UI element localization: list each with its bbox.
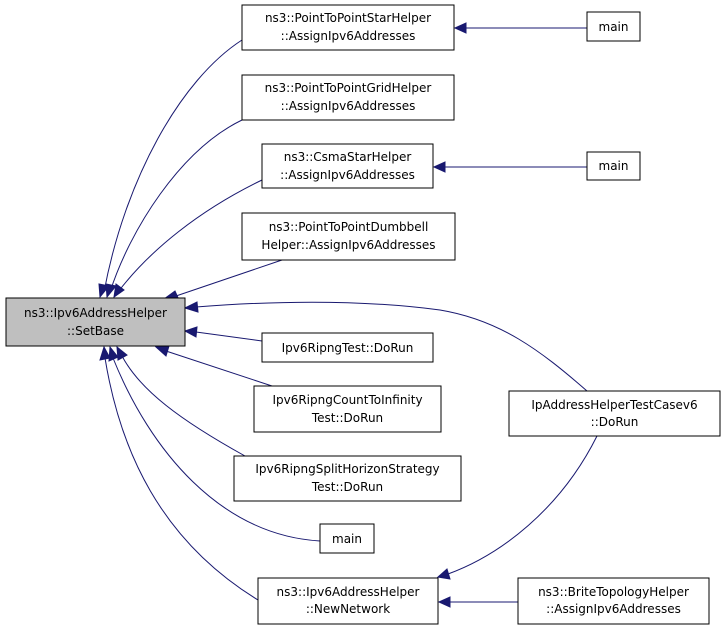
edge-iphelpertest-to-setbase <box>195 301 588 392</box>
node-p2pgrid-line1: ns3::PointToPointGridHelper <box>265 81 432 95</box>
edge-p2pstar-to-setbase <box>103 39 243 293</box>
arrowhead-iphelpertest-setbase <box>183 301 199 313</box>
node-p2pgrid-line2: ::AssignIpv6Addresses <box>281 99 416 113</box>
node-setbase-line2: ::SetBase <box>67 324 124 338</box>
node-iphelpertest-line1: IpAddressHelperTestCasev6 <box>531 398 697 412</box>
node-ripngtest[interactable]: Ipv6RipngTest::DoRun <box>261 332 434 363</box>
node-main3[interactable]: main <box>319 523 375 554</box>
node-brite-line1: ns3::BriteTopologyHelper <box>538 585 689 599</box>
arrowhead-ripngcount-setbase <box>154 345 170 357</box>
node-p2pstar-line2: ::AssignIpv6Addresses <box>281 29 416 43</box>
node-p2pstar[interactable]: ns3::PointToPointStarHelper ::AssignIpv6… <box>241 4 455 51</box>
node-p2pdumbbell-line1: ns3::PointToPointDumbbell <box>269 220 429 234</box>
node-brite-line2: ::AssignIpv6Addresses <box>546 602 681 616</box>
node-iphelpertest[interactable]: IpAddressHelperTestCasev6 ::DoRun <box>508 390 721 437</box>
node-ripngsplit-line2: Test::DoRun <box>311 480 383 494</box>
node-main3-line1: main <box>332 532 362 546</box>
node-main2[interactable]: main <box>586 151 641 181</box>
node-p2pdumbbell[interactable]: ns3::PointToPointDumbbell Helper::Assign… <box>241 212 456 261</box>
edge-p2pgrid-to-setbase <box>109 119 243 293</box>
arrowhead-iphelpertest-newnetwork <box>436 568 451 580</box>
node-ripngcount-line1: Ipv6RipngCountToInfinity <box>272 393 422 407</box>
edge-iphelpertest-to-newnetwork <box>447 435 598 575</box>
arrowhead-p2pgrid-setbase <box>105 283 117 299</box>
node-iphelpertest-line2: ::DoRun <box>591 415 639 429</box>
node-p2pgrid[interactable]: ns3::PointToPointGridHelper ::AssignIpv6… <box>241 74 455 121</box>
node-ripngcount[interactable]: Ipv6RipngCountToInfinity Test::DoRun <box>253 385 442 433</box>
node-p2pstar-line1: ns3::PointToPointStarHelper <box>265 11 431 25</box>
edge-ripngcount-to-setbase <box>165 350 273 387</box>
edge-ripngsplit-to-setbase <box>121 355 246 457</box>
node-newnetwork[interactable]: ns3::Ipv6AddressHelper ::NewNetwork <box>257 577 439 625</box>
nodes: ns3::Ipv6AddressHelper ::SetBase ns3::Po… <box>5 4 721 625</box>
edge-ripngtest-to-setbase <box>195 331 263 342</box>
arrowhead-newnetwork-setbase <box>99 345 111 361</box>
edges <box>98 22 598 608</box>
edge-p2pdumbbell-to-setbase <box>175 259 283 297</box>
arrowhead-brite-newnetwork <box>437 596 451 608</box>
arrowhead-main1-p2pstar <box>453 22 467 34</box>
edge-main3-to-setbase <box>112 357 321 542</box>
node-csmastar-line1: ns3::CsmaStarHelper <box>284 150 412 164</box>
node-ripngtest-line1: Ipv6RipngTest::DoRun <box>282 341 414 355</box>
arrowhead-csmastar-setbase <box>113 283 125 299</box>
arrowhead-main3-setbase <box>108 345 119 362</box>
node-main1[interactable]: main <box>586 11 641 42</box>
arrowhead-ripngtest-setbase <box>183 326 198 338</box>
node-newnetwork-line2: ::NewNetwork <box>306 602 390 616</box>
node-ripngsplit-line1: Ipv6RipngSplitHorizonStrategy <box>255 462 439 476</box>
node-ripngcount-line2: Test::DoRun <box>311 411 383 425</box>
node-main2-line1: main <box>599 159 629 173</box>
node-ripngsplit[interactable]: Ipv6RipngSplitHorizonStrategy Test::DoRu… <box>233 455 462 502</box>
node-setbase-line1: ns3::Ipv6AddressHelper <box>24 306 167 320</box>
edge-newnetwork-to-setbase <box>104 357 259 601</box>
node-main1-line1: main <box>599 20 629 34</box>
node-csmastar-line2: ::AssignIpv6Addresses <box>280 168 415 182</box>
arrowhead-ripngsplit-setbase <box>116 345 128 361</box>
node-brite[interactable]: ns3::BriteTopologyHelper ::AssignIpv6Add… <box>517 577 710 625</box>
node-p2pdumbbell-line2: Helper::AssignIpv6Addresses <box>261 238 435 252</box>
edge-csmastar-to-setbase <box>117 179 263 293</box>
node-setbase[interactable]: ns3::Ipv6AddressHelper ::SetBase <box>5 297 186 347</box>
node-newnetwork-line1: ns3::Ipv6AddressHelper <box>277 585 420 599</box>
arrowhead-main2-csmastar <box>432 161 446 173</box>
node-csmastar[interactable]: ns3::CsmaStarHelper ::AssignIpv6Addresse… <box>261 143 434 189</box>
